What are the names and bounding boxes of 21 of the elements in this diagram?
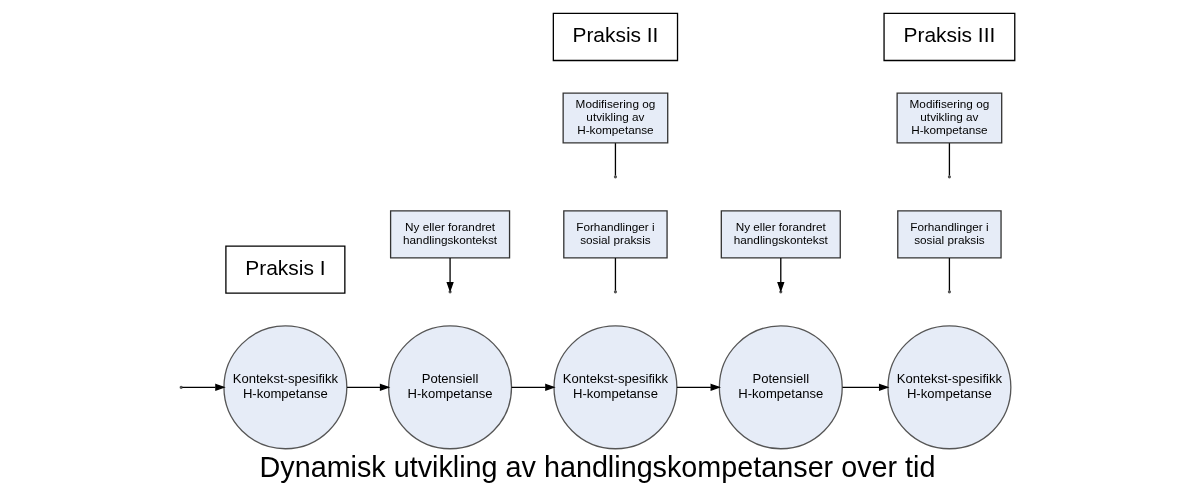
node-box: Modifisering og utvikling av H-kompetanse xyxy=(562,92,669,144)
node-box: Modifisering og utvikling av H-kompetanse xyxy=(896,92,1003,144)
node-box: Ny eller forandret handlingskontekst xyxy=(389,210,511,259)
node-box: Ny eller forandret handlingskontekst xyxy=(720,210,841,259)
connector xyxy=(948,142,951,177)
node-box: Praksis I xyxy=(225,245,346,294)
node-box: Forhandlinger i sosial praksis xyxy=(563,210,668,259)
arrow xyxy=(676,383,722,391)
connector xyxy=(614,142,617,177)
caption: Dynamisk utvikling av handlingskompetanser over tid xyxy=(259,450,936,483)
node-circle: Potensiell H-kompetanse xyxy=(388,325,513,450)
node-box: Praksis II xyxy=(552,12,679,62)
arrow xyxy=(346,383,391,391)
node-box: Forhandlinger i sosial praksis xyxy=(897,210,1002,259)
node-circle: Kontekst-spesifikk H-kompetanse xyxy=(887,325,1012,450)
arrow xyxy=(510,383,556,391)
node-box: Praksis III xyxy=(883,12,1016,62)
node-circle: Potensiell H-kompetanse xyxy=(718,325,843,450)
node-circle: Kontekst-spesifikk H-kompetanse xyxy=(223,325,348,450)
arrow xyxy=(841,383,890,391)
node-circle: Kontekst-spesifikk H-kompetanse xyxy=(553,325,678,450)
